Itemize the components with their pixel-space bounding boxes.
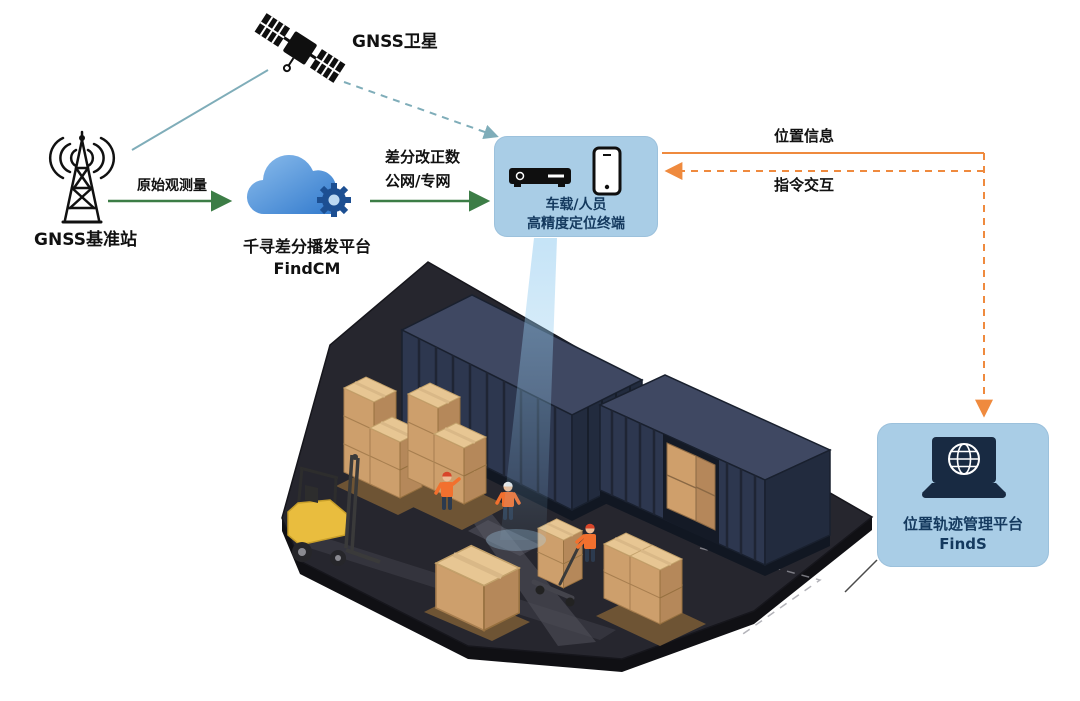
- pallet: [398, 476, 508, 530]
- gear-icon: [317, 183, 351, 217]
- position-info-label: 位置信息: [773, 127, 834, 145]
- worker-1: [434, 471, 461, 510]
- forklift: [287, 454, 381, 566]
- shipping-container-2: [598, 374, 832, 576]
- vehicle-receiver-icon: [509, 168, 571, 187]
- satellite-label: GNSS卫星: [352, 32, 438, 52]
- base-station-label: GNSS基准站: [34, 230, 137, 250]
- correction-label-line1: 差分改正数: [385, 148, 461, 166]
- connectors: [108, 69, 993, 593]
- container-open-door: [663, 434, 719, 545]
- platform-side: [282, 517, 872, 672]
- base-station-icon: [48, 130, 116, 224]
- link-satellite-to-base: [131, 69, 269, 151]
- terminal-label-line1: 车载/人员: [545, 197, 607, 213]
- worker-3: [575, 523, 596, 562]
- link-satellite-to-terminal: [343, 81, 499, 140]
- positioning-beam: [486, 238, 557, 551]
- satellite-icon: [254, 13, 346, 83]
- raw-observation-label: 原始观测量: [137, 178, 207, 194]
- cloud-platform-product: FindCM: [273, 259, 341, 278]
- management-platform-name: 位置轨迹管理平台: [902, 515, 1023, 533]
- terminal-panel: 车载/人员 高精度定位终端: [494, 136, 658, 237]
- terminal-label-line2: 高精度定位终端: [527, 216, 625, 232]
- laptop-icon: [922, 437, 1006, 498]
- warehouse-scene: [281, 261, 874, 672]
- management-platform-panel: 位置轨迹管理平台 FindS: [877, 423, 1049, 567]
- floor-dashed-boundary: [699, 547, 822, 637]
- callout-platform-to-scene: [844, 559, 878, 593]
- smartphone-icon: [592, 146, 622, 196]
- command-label: 指令交互: [773, 176, 834, 194]
- globe-icon: [948, 443, 980, 475]
- management-platform-product: FindS: [939, 535, 987, 553]
- cloud-platform-name: 千寻差分播发平台: [242, 237, 371, 256]
- correction-label-line2: 公网/专网: [385, 172, 451, 190]
- cloud-icon: [246, 154, 351, 217]
